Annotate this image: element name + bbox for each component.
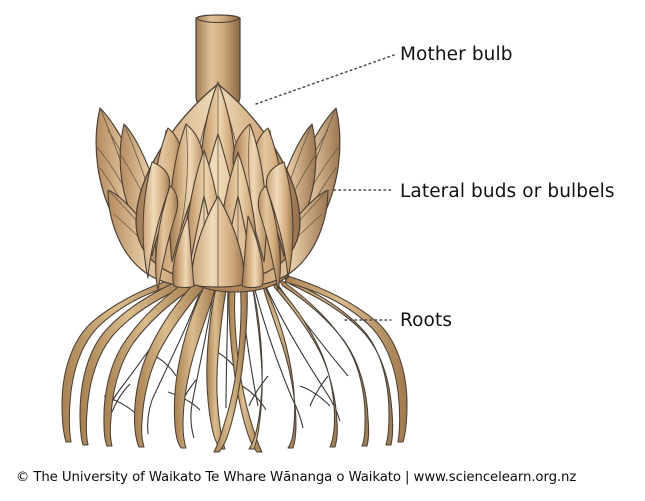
bulb-scales-front	[155, 149, 281, 291]
leader-line-mother-bulb	[255, 54, 395, 105]
thick-roots	[61, 275, 408, 453]
stem-rim	[195, 17, 241, 24]
copyright-caption: © The University of Waikato Te Whare Wān…	[16, 470, 577, 485]
label-roots: Roots	[400, 310, 453, 331]
bulb-scales-middle	[142, 123, 294, 279]
label-mother-bulb: Mother bulb	[400, 44, 513, 65]
bulb-body	[95, 14, 341, 291]
root-system	[61, 264, 408, 453]
label-lateral-buds: Lateral buds or bulbels	[400, 181, 615, 202]
leader-lines	[255, 54, 395, 321]
